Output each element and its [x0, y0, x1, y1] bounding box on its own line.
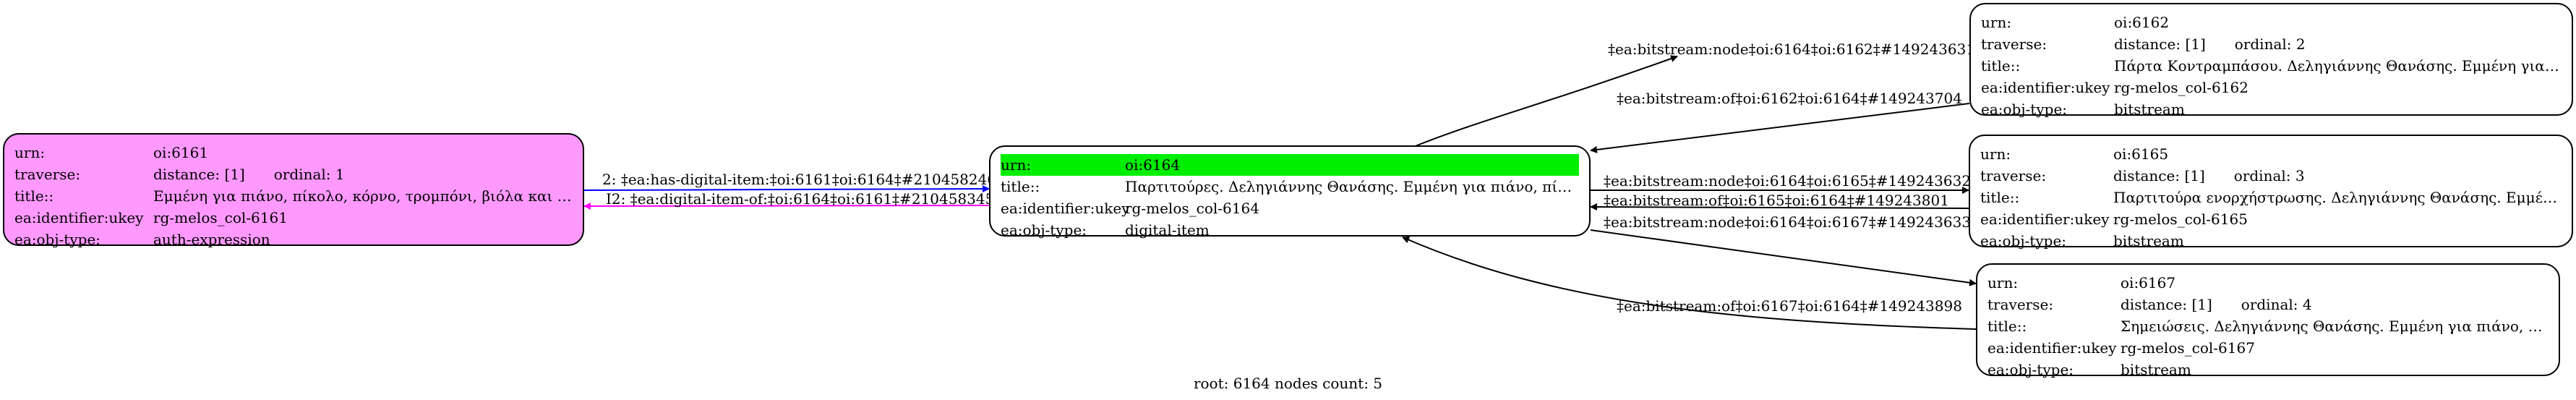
objtype-key: ea:obj-type: — [1987, 361, 2074, 378]
node-oi-6165[interactable]: urn: oi:6165 traverse: distance: [1] ordina… — [1969, 135, 2573, 250]
edge-label-bitstream-of-6162: ‡ea:bitstream:of‡oi:6162‡oi:6164‡#149243… — [1617, 90, 1962, 107]
edge-bitstream-of-6165 — [1590, 203, 1969, 211]
urn-key: urn: — [1980, 145, 2011, 163]
objtype-value: bitstream — [2114, 101, 2185, 118]
urn-value: oi:6161 — [153, 144, 209, 161]
ukey-value: rg-melos_col-6164 — [1125, 200, 1259, 217]
edge-label-bitstream-of-6167: ‡ea:bitstream:of‡oi:6167‡oi:6164‡#149243… — [1617, 297, 1962, 315]
node-oi-6161[interactable]: urn: oi:6161 traverse: distance: [1] ordina… — [3, 133, 584, 248]
ukey-value: rg-melos_col-6167 — [2121, 339, 2255, 357]
ukey-value: rg-melos_col-6161 — [153, 209, 288, 226]
title-key: title:: — [1981, 57, 2021, 75]
objtype-key: ea:obj-type: — [1981, 101, 2068, 118]
ukey-value: rg-melos_col-6162 — [2114, 79, 2248, 96]
edge-label-bitstream-node-6162: ‡ea:bitstream:node‡oi:6164‡oi:6162‡#1492… — [1608, 41, 1975, 58]
title-key: title:: — [1001, 178, 1040, 195]
title-value: Παρτιτούρα ενορχήστρωσης. Δεληγιάννης Θα… — [2113, 189, 2562, 206]
title-value: Εμμένη για πιάνο, πίκολο, κόρνο, τρομπόν… — [153, 187, 573, 205]
objtype-key: ea:obj-type: — [1001, 221, 1087, 239]
urn-value: oi:6167 — [2121, 274, 2176, 292]
edge-has-digital-item — [583, 185, 990, 193]
ukey-key: ea:identifier:ukey — [1001, 200, 1130, 217]
edge-digital-item-of — [583, 202, 990, 210]
title-key: title:: — [14, 187, 54, 205]
edge-label-bitstream-node-6167: ‡ea:bitstream:node‡oi:6164‡oi:6167‡#1492… — [1604, 213, 1971, 231]
ukey-key: ea:identifier:ukey — [1980, 210, 2110, 228]
edge-bitstream-node-6167 — [1590, 229, 1977, 286]
node-oi-6164[interactable]: urn: oi:6164 title::Παρτιτούρες. Δεληγιάν… — [989, 145, 1591, 239]
urn-key: urn: — [1987, 274, 2019, 292]
ukey-key: ea:identifier:ukey — [14, 209, 144, 226]
title-value: Σημειώσεις. Δεληγιάννης Θανάσης. Εμμένη … — [2121, 318, 2549, 335]
distance-value: distance: [1] — [2113, 167, 2205, 184]
node-oi-6167[interactable]: urn: oi:6167 traverse: distance: [1] ordina… — [1976, 263, 2560, 378]
graph-footer: root: 6164 nodes count: 5 — [1193, 375, 1383, 392]
objtype-value: auth-expression — [153, 231, 270, 248]
objtype-key: ea:obj-type: — [1980, 232, 2067, 250]
objtype-value: bitstream — [2113, 232, 2184, 250]
edge-label-bitstream-of-6165: ‡ea:bitstream:of‡oi:6165‡oi:6164‡#149243… — [1604, 192, 1949, 209]
edge-label-bitstream-node-6165: ‡ea:bitstream:node‡oi:6164‡oi:6165‡#1492… — [1604, 172, 1971, 190]
traverse-key: traverse: — [14, 166, 81, 183]
ordinal-value: ordinal: 4 — [2241, 296, 2312, 313]
traverse-key: traverse: — [1987, 296, 2054, 313]
urn-key: urn: — [1981, 14, 2012, 31]
urn-value: oi:6162 — [2114, 14, 2170, 31]
title-key: title:: — [1980, 189, 2020, 206]
traverse-key: traverse: — [1981, 35, 2047, 53]
distance-value: distance: [1] — [153, 166, 245, 183]
distance-value: distance: [1] — [2121, 296, 2212, 313]
ukey-value: rg-melos_col-6165 — [2113, 210, 2248, 228]
ukey-key: ea:identifier:ukey — [1981, 79, 2110, 96]
ordinal-value: ordinal: 1 — [273, 166, 345, 183]
node-oi-6162[interactable]: urn: oi:6162 traverse: distance: [1] ordina… — [1969, 3, 2573, 118]
edge-bitstream-node-6162 — [1413, 55, 1678, 148]
title-key: title:: — [1987, 318, 2027, 335]
urn-key: urn: — [14, 144, 46, 161]
traverse-key: traverse: — [1980, 167, 2047, 184]
urn-value: oi:6164 — [1125, 156, 1181, 174]
ordinal-value: ordinal: 3 — [2233, 167, 2305, 184]
edge-label-digital-item-of: I2: ‡ea:digital-item-of:‡oi:6164‡oi:6161… — [606, 190, 994, 208]
distance-value: distance: [1] — [2114, 35, 2206, 53]
objtype-value: digital-item — [1125, 221, 1210, 239]
edge-bitstream-of-6167 — [1402, 237, 1977, 330]
ordinal-value: ordinal: 2 — [2234, 35, 2306, 53]
objtype-key: ea:obj-type: — [14, 231, 101, 248]
edge-label-has-digital-item: 2: ‡ea:has-digital-item:‡oi:6161‡oi:6164… — [602, 171, 996, 188]
title-value: Παρτιτούρες. Δεληγιάννης Θανάσης. Εμμένη… — [1125, 178, 1579, 195]
urn-value: oi:6165 — [2113, 145, 2169, 163]
edge-bitstream-of-6162 — [1590, 103, 1970, 153]
urn-key: urn: — [1001, 156, 1032, 174]
ukey-key: ea:identifier:ukey — [1987, 339, 2117, 357]
title-value: Πάρτα Κοντραμπάσου. Δεληγιάννης Θανάσης.… — [2114, 57, 2562, 75]
